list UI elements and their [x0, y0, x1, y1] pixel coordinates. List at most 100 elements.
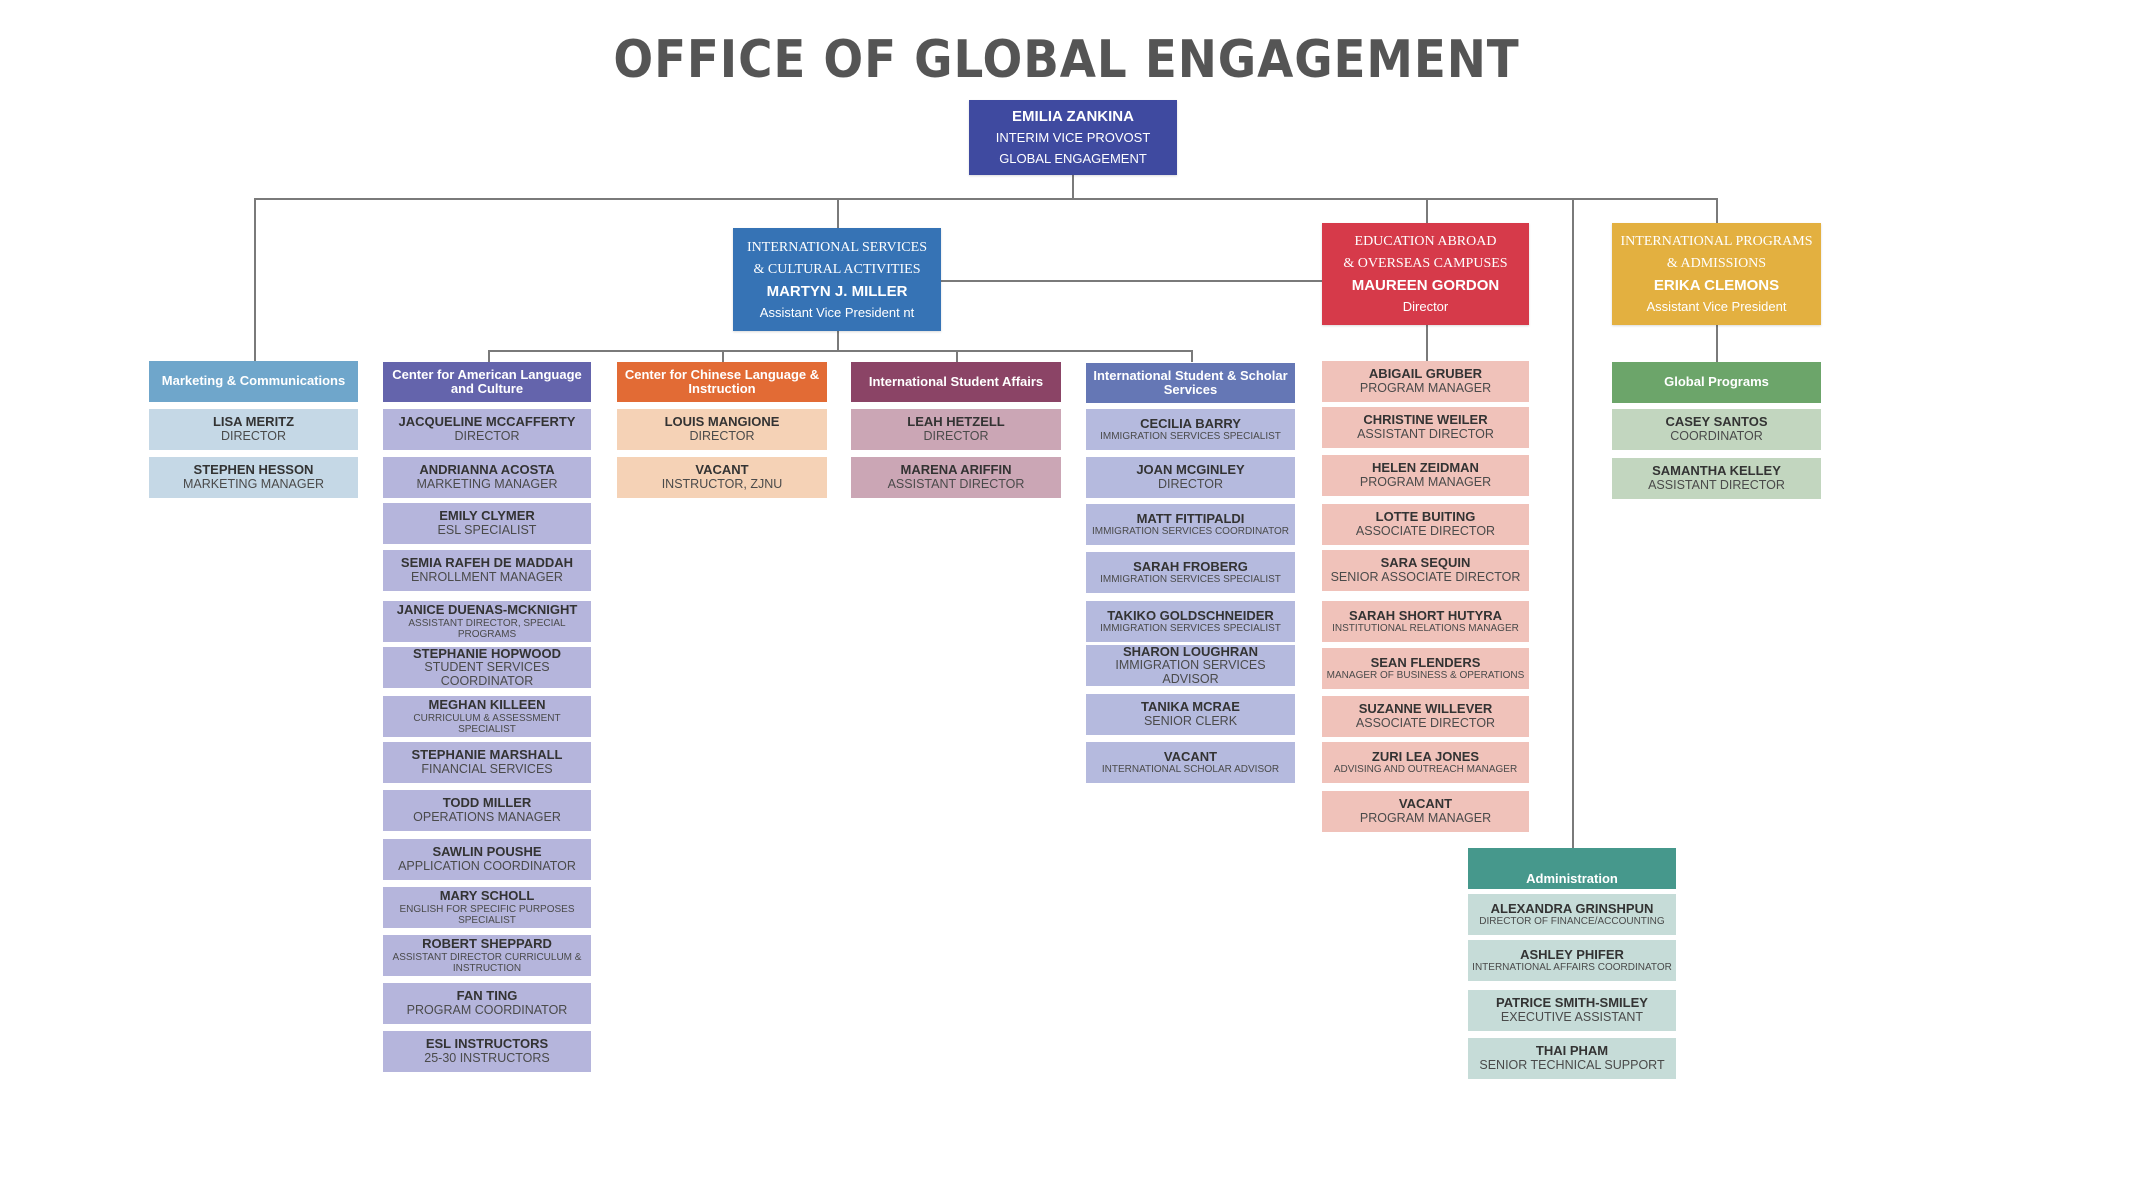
vice-provost-title-2: GLOBAL ENGAGEMENT: [999, 151, 1147, 166]
staff-title: ASSISTANT DIRECTOR CURRICULUM & INSTRUCT…: [392, 951, 582, 974]
staff-name: SARAH FROBERG: [1133, 558, 1248, 574]
intl-programs-title: Assistant Vice President: [1646, 299, 1787, 314]
staff-title: ASSISTANT DIRECTOR: [887, 476, 1025, 491]
staff-title: 25-30 INSTRUCTORS: [424, 1050, 550, 1065]
connector-line: [837, 198, 839, 228]
staff-title: ENROLLMENT MANAGER: [411, 569, 563, 584]
staff-name: MATT FITTIPALDI: [1136, 510, 1245, 526]
vice-provost-title: INTERIM VICE PROVOST: [995, 130, 1151, 145]
page-title: OFFICE OF GLOBAL ENGAGEMENT: [613, 30, 1520, 90]
staff-title: DIRECTOR OF FINANCE/ACCOUNTING: [1479, 916, 1665, 928]
staff-title: ASSISTANT DIRECTOR, SPECIAL PROGRAMS: [408, 617, 566, 640]
connector-line: [254, 198, 1717, 200]
connector-line: [1426, 325, 1428, 361]
staff-title: ASSISTANT DIRECTOR: [1357, 426, 1494, 441]
staff-name: STEPHEN HESSON: [193, 462, 314, 478]
connector-line: [254, 198, 256, 361]
staff-name: ZURI LEA JONES: [1371, 748, 1480, 764]
isca-name: MARTYN J. MILLER: [766, 282, 908, 300]
connector-line: [941, 280, 1322, 282]
staff-title: SENIOR TECHNICAL SUPPORT: [1479, 1057, 1665, 1072]
staff-title: ESL SPECIALIST: [437, 522, 537, 537]
staff-name: SARA SEQUIN: [1380, 555, 1471, 571]
staff-title: PROGRAM MANAGER: [1359, 810, 1492, 825]
staff-name: SAMANTHA KELLEY: [1652, 463, 1781, 479]
staff-name: ANDRIANNA ACOSTA: [419, 462, 555, 478]
staff-name: SHARON LOUGHRAN: [1122, 643, 1259, 659]
staff-name: SARAH SHORT HUTYRA: [1348, 607, 1503, 623]
ed-abroad-line-2: & OVERSEAS CAMPUSES: [1343, 256, 1508, 271]
staff-title: IMMIGRATION SERVICES ADVISOR: [1115, 657, 1266, 686]
vice-provost-box: EMILIA ZANKINA INTERIM VICE PROVOST GLOB…: [969, 100, 1177, 175]
connector-line: [1072, 175, 1074, 198]
isss-header: International Student & Scholar Services: [1086, 363, 1295, 403]
staff-title: DIRECTOR: [220, 428, 287, 443]
staff-title: IMMIGRATION SERVICES SPECIALIST: [1100, 431, 1281, 443]
staff-name: EMILY CLYMER: [439, 508, 535, 524]
staff-title: MARKETING MANAGER: [416, 476, 558, 491]
staff-name: SEAN FLENDERS: [1370, 654, 1481, 670]
staff-title: ASSOCIATE DIRECTOR: [1355, 523, 1496, 538]
staff-name: MEGHAN KILLEEN: [428, 697, 546, 713]
connector-line: [1716, 198, 1718, 223]
staff-name: SUZANNE WILLEVER: [1358, 701, 1493, 717]
intl-programs-name: ERIKA CLEMONS: [1653, 277, 1780, 294]
staff-title: DIRECTOR: [454, 428, 520, 443]
staff-name: ESL INSTRUCTORS: [425, 1036, 549, 1052]
staff-title: INSTITUTIONAL RELATIONS MANAGER: [1332, 623, 1519, 635]
connector-line: [1572, 198, 1574, 848]
staff-name: FAN TING: [456, 988, 518, 1004]
staff-name: STEPHANIE HOPWOOD: [412, 645, 562, 661]
staff-name: THAI PHAM: [1535, 1043, 1609, 1059]
staff-name: STEPHANIE MARSHALL: [411, 747, 563, 763]
staff-name: ASHLEY PHIFER: [1520, 946, 1624, 962]
staff-title: IMMIGRATION SERVICES COORDINATOR: [1091, 526, 1290, 538]
staff-title: INTERNATIONAL AFFAIRS COORDINATOR: [1472, 962, 1672, 974]
isa-header: International Student Affairs: [851, 362, 1061, 402]
connector-line: [1716, 325, 1718, 362]
admin-header: Administration: [1468, 848, 1676, 889]
staff-name: VACANT: [1163, 748, 1218, 764]
staff-title: DIRECTOR: [689, 428, 755, 443]
isca-box: INTERNATIONAL SERVICES & CULTURAL ACTIVI…: [733, 228, 941, 331]
staff-title: APPLICATION COORDINATOR: [398, 858, 576, 873]
staff-name: LOTTE BUITING: [1375, 509, 1476, 525]
connector-line: [488, 350, 1192, 352]
staff-title: INSTRUCTOR, ZJNU: [661, 476, 783, 491]
staff-name: JACQUELINE MCCAFFERTY: [398, 414, 576, 430]
intl-programs-line-1: INTERNATIONAL PROGRAMS: [1620, 234, 1813, 249]
staff-name: CHRISTINE WEILER: [1363, 412, 1488, 428]
connector-line: [722, 350, 724, 362]
staff-title: INTERNATIONAL SCHOLAR ADVISOR: [1101, 764, 1280, 776]
staff-name: PATRICE SMITH-SMILEY: [1496, 995, 1648, 1011]
staff-name: CECILIA BARRY: [1140, 415, 1241, 431]
staff-title: IMMIGRATION SERVICES SPECIALIST: [1100, 574, 1281, 586]
connector-line: [1426, 198, 1428, 223]
